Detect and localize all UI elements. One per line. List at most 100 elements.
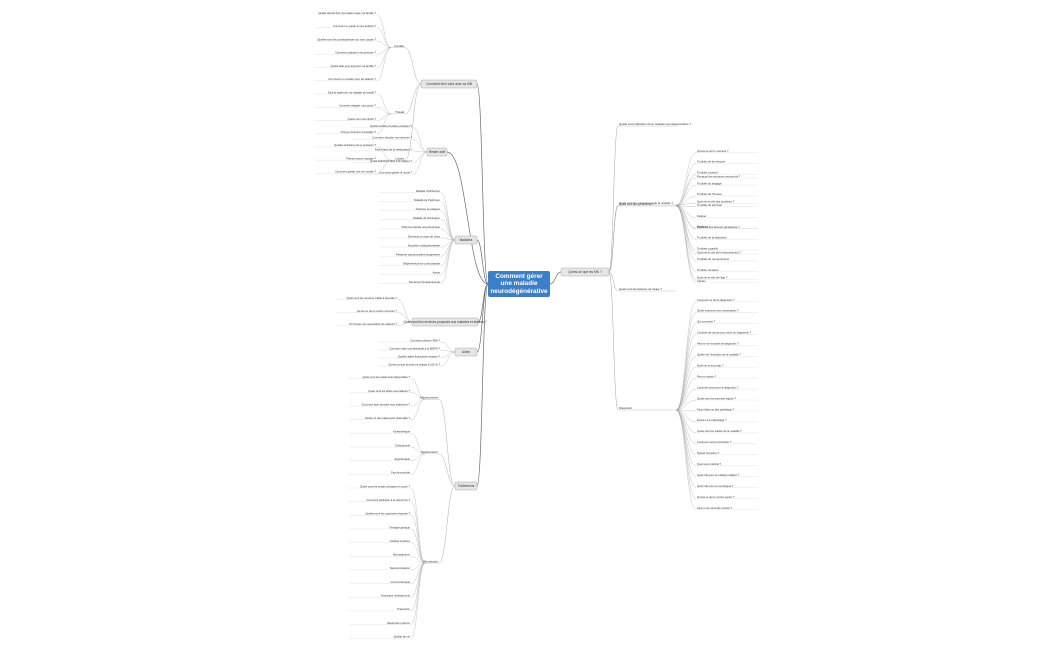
group-label[interactable]: Quels sont les facteurs de risque ?	[619, 287, 663, 291]
leaf-item[interactable]: Quelles sont les avancées récentes ?	[365, 512, 410, 516]
leaf-item[interactable]: Quel est le rôle des protéines ?	[697, 200, 735, 204]
branch-label-4[interactable]: Aides	[462, 350, 470, 354]
leaf-item[interactable]: Quel est le rôle de l'âge ?	[697, 276, 728, 280]
leaf-item[interactable]: Kinésithérapie	[393, 430, 411, 434]
leaf-item[interactable]: Comment préparer mes proches ?	[335, 51, 376, 55]
leaf-item[interactable]: Existe-t-il des traitements alternatifs …	[365, 416, 410, 420]
leaf-item[interactable]: Neurostimulation	[390, 566, 411, 570]
leaf-item[interactable]: Quels sont les traitements disponibles ?	[362, 375, 410, 379]
leaf-item[interactable]: Existe-t-il des facteurs génétiques ?	[697, 225, 740, 229]
leaf-item[interactable]: Comment stimuler ma mémoire ?	[372, 136, 412, 140]
group-label[interactable]: Rééducation	[421, 450, 438, 454]
leaf-item[interactable]: Thérapie génique	[389, 525, 410, 529]
leaf-item[interactable]: Quelles aides financières existent ?	[398, 354, 441, 358]
leaf-item[interactable]: Peut-on guérir ?	[697, 374, 717, 378]
leaf-item[interactable]: Peut-on se tromper de diagnostic ?	[697, 342, 739, 346]
leaf-item[interactable]: Quelle aide peut apporter ma famille ?	[330, 64, 376, 68]
branch-label-1[interactable]: Rester actif	[429, 150, 445, 154]
leaf-item[interactable]: Qu'est-ce qu'un centre expert ?	[697, 495, 735, 499]
group-label[interactable]: Quels sont les mécanismes de la maladie …	[619, 201, 673, 205]
leaf-item[interactable]: Pourquoi les neurones meurent-ils ?	[697, 174, 741, 178]
leaf-item[interactable]: Chutes	[697, 279, 706, 283]
leaf-item[interactable]: Troubles cognitifs	[697, 246, 719, 250]
leaf-item[interactable]: Comment faire une demande à la MDPH ?	[389, 346, 440, 350]
leaf-item[interactable]: Quelles sont les conséquences sur mon co…	[317, 37, 376, 41]
leaf-item[interactable]: Comment garder une vie sociale ?	[335, 170, 376, 174]
branch-label-0[interactable]: Comment bien vivre avec sa MN	[426, 82, 473, 86]
leaf-item[interactable]: Comment obtenir l'APA ?	[410, 338, 440, 342]
leaf-item[interactable]: Quelle devrait être ma relation avec ma …	[318, 11, 376, 15]
leaf-item[interactable]: Puis-je encore voyager ?	[346, 156, 376, 160]
leaf-item[interactable]: Quels sont mes droits ?	[348, 117, 377, 121]
leaf-item[interactable]: Douleurs	[697, 225, 708, 229]
leaf-item[interactable]: Où trouver un soutien pour les aidants ?	[328, 77, 376, 81]
leaf-item[interactable]: Troubles de la mémoire	[697, 160, 726, 164]
leaf-item[interactable]: Qu'est-ce que la prise en charge à 100 %…	[388, 362, 440, 366]
leaf-item[interactable]: Troubles de l'humeur	[697, 192, 722, 196]
leaf-item[interactable]: Fatigue	[697, 214, 706, 218]
leaf-item[interactable]: Troubles de la déglutition	[697, 236, 727, 240]
leaf-item[interactable]: Dégénérescence corticobasale	[403, 262, 440, 266]
group-label[interactable]: Quels sont les symptômes ?	[619, 202, 655, 206]
leaf-item[interactable]: Immunothérapie	[391, 580, 411, 584]
leaf-item[interactable]: Sclérose latérale amyotrophique	[401, 225, 440, 229]
leaf-item[interactable]: Troubles urinaires	[697, 268, 719, 272]
leaf-item[interactable]: Où trouver une association de patients ?	[349, 322, 398, 326]
leaf-item[interactable]: Comment bien prendre mon traitement ?	[362, 402, 411, 406]
leaf-item[interactable]: Comment adapter mon poste ?	[339, 104, 377, 108]
leaf-item[interactable]: Démence frontotemporale	[409, 280, 441, 284]
leaf-item[interactable]: Paralysie supranucléaire progressive	[396, 252, 441, 256]
leaf-item[interactable]: Quand consulter ?	[697, 451, 719, 455]
leaf-item[interactable]: Ergothérapie	[395, 457, 411, 461]
leaf-item[interactable]: Qualité de vie	[394, 634, 411, 638]
leaf-item[interactable]: Quel rôle pour le médecin traitant ?	[697, 473, 739, 477]
leaf-item[interactable]: Quel est le pronostic ?	[697, 363, 724, 367]
leaf-item[interactable]: Atrophie multisystématisée	[408, 243, 441, 247]
branch-label-5[interactable]: Traitements	[458, 484, 475, 488]
leaf-item[interactable]: Qui consulter ?	[697, 320, 716, 324]
leaf-item[interactable]: Diagnostic précoce	[387, 621, 410, 625]
leaf-item[interactable]: Quel suivi médical ?	[697, 462, 722, 466]
leaf-item[interactable]: Dois-je parler de ma maladie au travail …	[328, 90, 377, 94]
leaf-item[interactable]: Troubles du langage	[697, 181, 722, 185]
leaf-item[interactable]: Existe-t-il un dépistage ?	[697, 418, 727, 422]
leaf-item[interactable]: Maladie d'Alzheimer	[416, 189, 440, 193]
group-label[interactable]: Famille	[394, 44, 404, 48]
leaf-item[interactable]: Quels examens sont nécessaires ?	[697, 309, 739, 313]
leaf-item[interactable]: Quels sont les effets secondaires ?	[368, 389, 410, 393]
leaf-item[interactable]: Troubles du comportement	[697, 257, 729, 261]
leaf-item[interactable]: Troubles du sommeil	[697, 203, 722, 207]
leaf-item[interactable]: Comment en parler à mes enfants ?	[333, 24, 376, 28]
group-label[interactable]: Loisirs	[395, 156, 404, 160]
leaf-item[interactable]: Maladie de Parkinson	[414, 198, 440, 202]
leaf-item[interactable]: Comment garder le moral ?	[379, 171, 412, 175]
leaf-item[interactable]: Orthophonie	[395, 443, 410, 447]
leaf-item[interactable]: Quel est le rôle de l'environnement ?	[697, 250, 741, 254]
leaf-item[interactable]: Combien de temps pour avoir un diagnosti…	[697, 331, 752, 335]
branch-label-2[interactable]: Maladies	[460, 238, 473, 242]
leaf-item[interactable]: Quels sont les premiers signes ?	[697, 396, 736, 400]
leaf-item[interactable]: Puis-je continuer à travailler ?	[341, 130, 377, 134]
leaf-item[interactable]: Cellules souches	[390, 539, 411, 543]
leaf-item[interactable]: Nouveaux médicaments	[381, 594, 410, 598]
leaf-item[interactable]: Comment suivre l'évolution ?	[697, 440, 732, 444]
leaf-item[interactable]: Qu'est-ce qu'un neurone ?	[697, 149, 729, 153]
leaf-item[interactable]: Comment se fait le diagnostic ?	[697, 298, 735, 302]
group-label[interactable]: Médicaments	[420, 396, 438, 400]
leaf-item[interactable]: Faut-il une seconde opinion ?	[697, 506, 733, 510]
group-label[interactable]: Travail	[395, 110, 404, 114]
leaf-item[interactable]: Quelles activités puis-je pratiquer ?	[334, 143, 376, 147]
leaf-item[interactable]: Comment participer à la recherche ?	[367, 498, 411, 502]
central-topic[interactable]: Comment gérer une maladie neurodégénérat…	[488, 271, 550, 297]
leaf-item[interactable]: Quels sont les stades de la maladie ?	[697, 429, 742, 433]
leaf-item[interactable]: Quels sont les services d'aide à domicil…	[346, 296, 397, 300]
leaf-item[interactable]: Quelle est l'évolution de la maladie ?	[697, 353, 741, 357]
leaf-item[interactable]: Quelle activité physique pratiquer ?	[370, 124, 412, 128]
branch-label-3[interactable]: Quels sont les services proposés aux mal…	[403, 320, 486, 324]
leaf-item[interactable]: Quels exercices faire à la maison ?	[370, 159, 412, 163]
leaf-item[interactable]: Faut-il faire de la rééducation ?	[375, 147, 413, 151]
leaf-item[interactable]: Sclérose en plaques	[416, 207, 441, 211]
group-label[interactable]: Recherche	[423, 559, 438, 563]
leaf-item[interactable]: Ataxie	[433, 271, 441, 275]
leaf-item[interactable]: Prévention	[397, 607, 410, 611]
